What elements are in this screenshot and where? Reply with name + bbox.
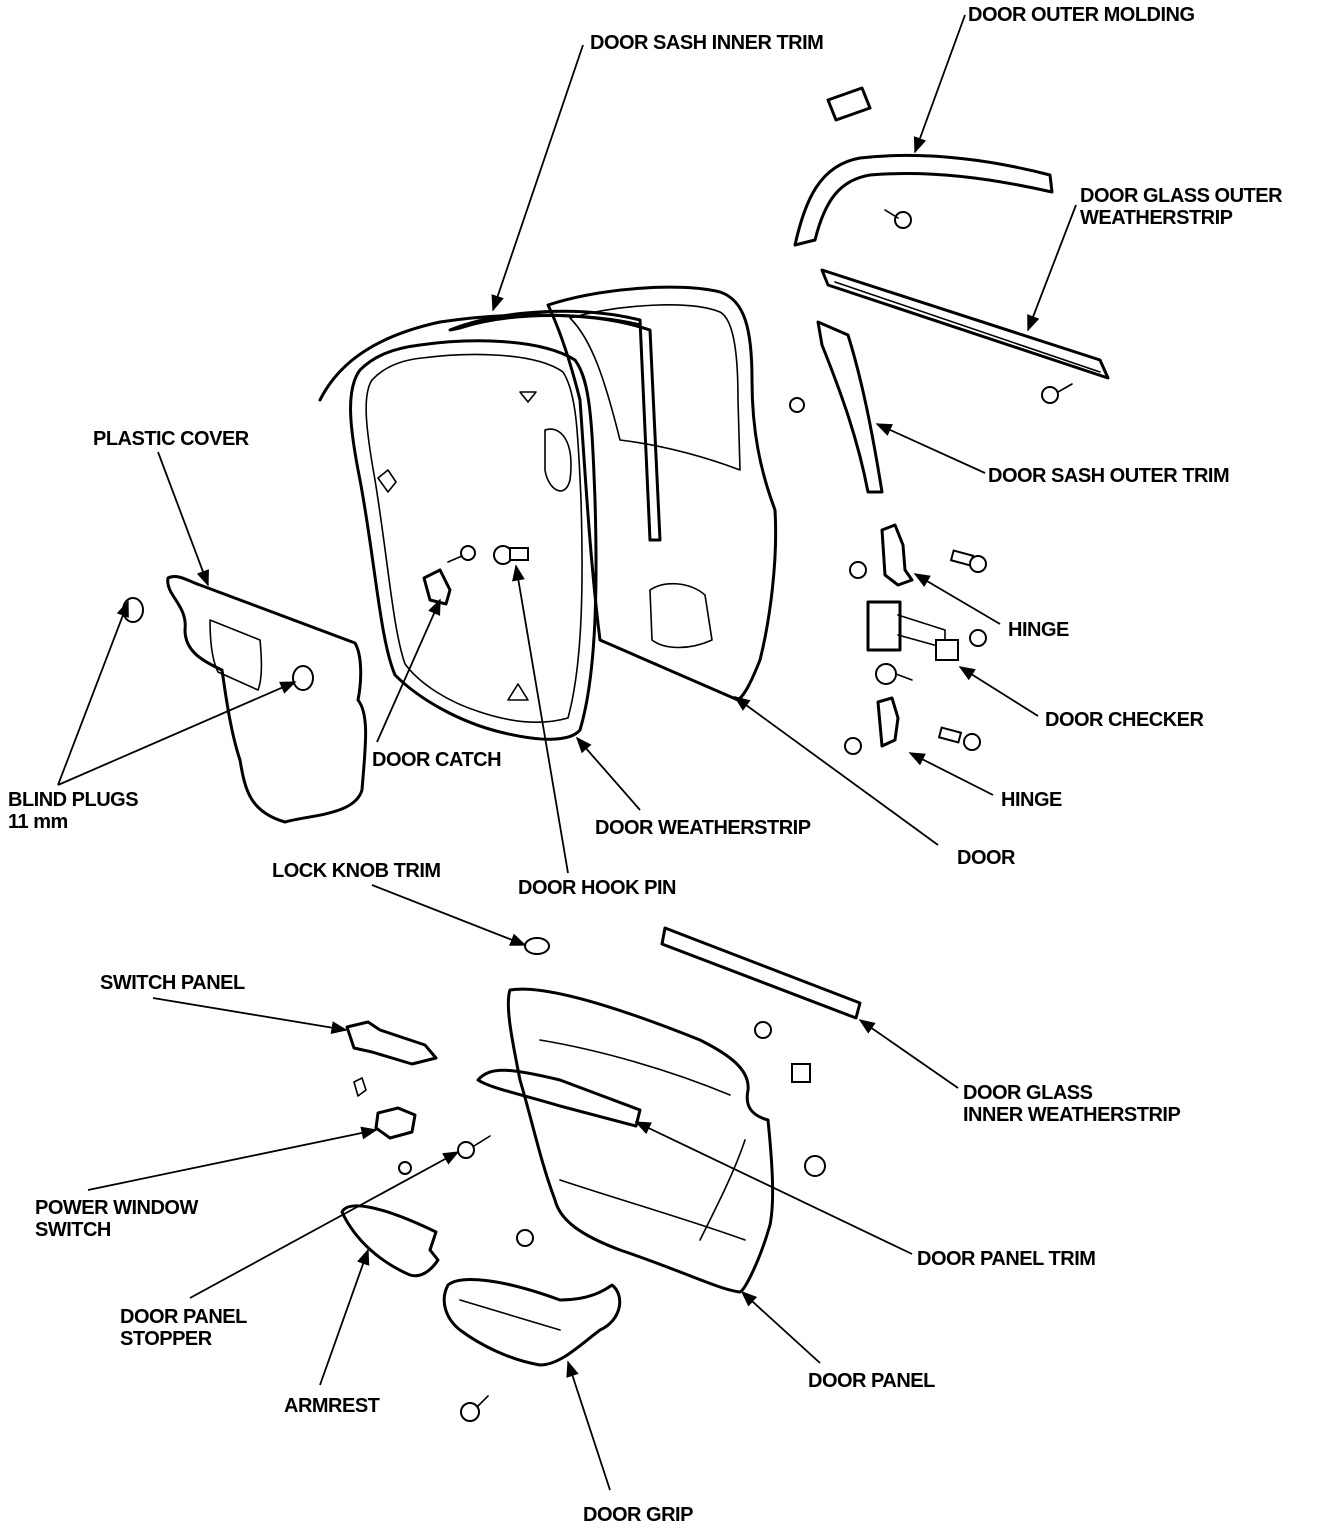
- door-panel-trim-part: [476, 1068, 642, 1128]
- panel-square-clip-part: [791, 1063, 811, 1083]
- door-grip-part: [442, 1278, 622, 1367]
- leader-door-weatherstrip: [575, 736, 641, 811]
- label-door: DOOR: [957, 847, 1016, 869]
- label-blind-plugs: BLIND PLUGS 11 mm: [8, 789, 143, 833]
- leader-switch-panel: [152, 997, 348, 1035]
- label-door-checker: DOOR CHECKER: [1045, 709, 1205, 731]
- switch-screw-part: [398, 1161, 412, 1175]
- label-power-window-switch: POWER WINDOW SWITCH: [35, 1197, 203, 1241]
- molding-clip-part: [884, 209, 912, 229]
- label-door-glass-outer-weatherstrip: DOOR GLASS OUTER WEATHERSTRIP: [1080, 185, 1287, 229]
- label-armrest: ARMREST: [284, 1395, 380, 1417]
- leader-blind-plug-upper: [57, 600, 129, 786]
- label-hinge-lower: HINGE: [1001, 789, 1062, 811]
- leader-door-glass-outer-weatherstrip: [1027, 204, 1077, 332]
- leader-door-panel-trim: [634, 1121, 913, 1255]
- label-door-panel: DOOR PANEL: [808, 1370, 935, 1392]
- door-panel-part: [506, 987, 775, 1294]
- leader-door: [733, 696, 939, 846]
- switch-clip-part: [353, 1077, 367, 1097]
- door-glass-outer-weatherstrip-part: [820, 268, 1110, 380]
- leader-armrest: [319, 1248, 370, 1386]
- door-glass-inner-weatherstrip-part: [660, 926, 862, 1020]
- blind-plug-lower-part: [292, 665, 314, 691]
- label-door-catch: DOOR CATCH: [372, 749, 501, 771]
- leader-hinge-upper: [913, 573, 1001, 625]
- plastic-cover-part: [166, 575, 368, 824]
- door-catch-bolt-part: [447, 545, 476, 563]
- power-window-switch-part: [374, 1106, 417, 1140]
- labels: DOOR OUTER MOLDING DOOR SASH INNER TRIM …: [8, 4, 1287, 1526]
- hinge-lower-part: [844, 696, 981, 755]
- leader-door-catch: [376, 598, 441, 743]
- label-door-sash-inner-trim: DOOR SASH INNER TRIM: [590, 32, 823, 54]
- panel-clip-lower-part: [804, 1155, 826, 1177]
- label-door-grip: DOOR GRIP: [583, 1504, 693, 1526]
- leader-door-hook-pin: [512, 564, 569, 874]
- hinge-upper-part: [849, 523, 987, 587]
- lock-knob-trim-part: [524, 937, 550, 955]
- label-plastic-cover: PLASTIC COVER: [93, 428, 250, 450]
- clip-upper-part: [519, 391, 537, 403]
- clip-left-part: [377, 469, 397, 493]
- leader-door-panel: [740, 1290, 821, 1364]
- weatherstrip-screw-part: [1041, 383, 1073, 404]
- leader-plastic-cover: [157, 451, 209, 587]
- clip-bottom-part: [507, 683, 529, 701]
- door-weatherstrip-part: [349, 339, 598, 741]
- leader-lines: [57, 14, 1077, 1491]
- label-lock-knob-trim: LOCK KNOB TRIM: [272, 860, 441, 882]
- panel-clip-upper-part: [754, 1021, 772, 1039]
- leader-door-checker: [958, 666, 1039, 717]
- switch-panel-part: [345, 1020, 438, 1066]
- door-part: [544, 285, 778, 702]
- leader-power-window-switch: [87, 1126, 378, 1191]
- door-sash-outer-trim-part: [816, 320, 884, 494]
- door-sash-inner-trim-part: [448, 309, 662, 542]
- grip-screw-part: [460, 1395, 489, 1422]
- label-door-outer-molding: DOOR OUTER MOLDING: [968, 4, 1195, 26]
- leader-door-panel-stopper: [189, 1151, 460, 1299]
- leader-door-sash-outer-trim: [875, 423, 986, 474]
- leader-door-sash-inner-trim: [491, 44, 584, 312]
- label-switch-panel: SWITCH PANEL: [100, 972, 245, 994]
- leader-hinge-lower: [908, 752, 994, 796]
- leader-blind-plug-lower: [57, 681, 297, 786]
- door-hook-pin-part: [493, 545, 529, 565]
- label-door-sash-outer-trim: DOOR SASH OUTER TRIM: [988, 465, 1229, 487]
- label-door-weatherstrip: DOOR WEATHERSTRIP: [595, 817, 811, 839]
- leader-lock-knob-trim: [371, 884, 527, 946]
- leader-door-outer-molding: [913, 14, 966, 154]
- leader-door-glass-inner-weatherstrip: [858, 1019, 959, 1089]
- leader-door-grip: [566, 1360, 611, 1491]
- panel-clip-left-part: [516, 1229, 534, 1247]
- label-door-panel-trim: DOOR PANEL TRIM: [917, 1248, 1095, 1270]
- door-checker-part: [866, 600, 987, 685]
- door-catch-part: [422, 568, 452, 606]
- label-hinge-upper: HINGE: [1008, 619, 1069, 641]
- door-outer-molding-part: [793, 153, 1054, 247]
- door-panel-stopper-part: [457, 1135, 491, 1159]
- molding-tape-part: [826, 86, 872, 122]
- label-door-glass-inner-weatherstrip: DOOR GLASS INNER WEATHERSTRIP: [963, 1082, 1180, 1126]
- armrest-part: [340, 1204, 440, 1278]
- blind-plug-upper-part: [122, 597, 144, 623]
- label-door-hook-pin: DOOR HOOK PIN: [518, 877, 676, 899]
- label-door-panel-stopper: DOOR PANEL STOPPER: [120, 1306, 252, 1350]
- sash-trim-clip-part: [789, 397, 805, 413]
